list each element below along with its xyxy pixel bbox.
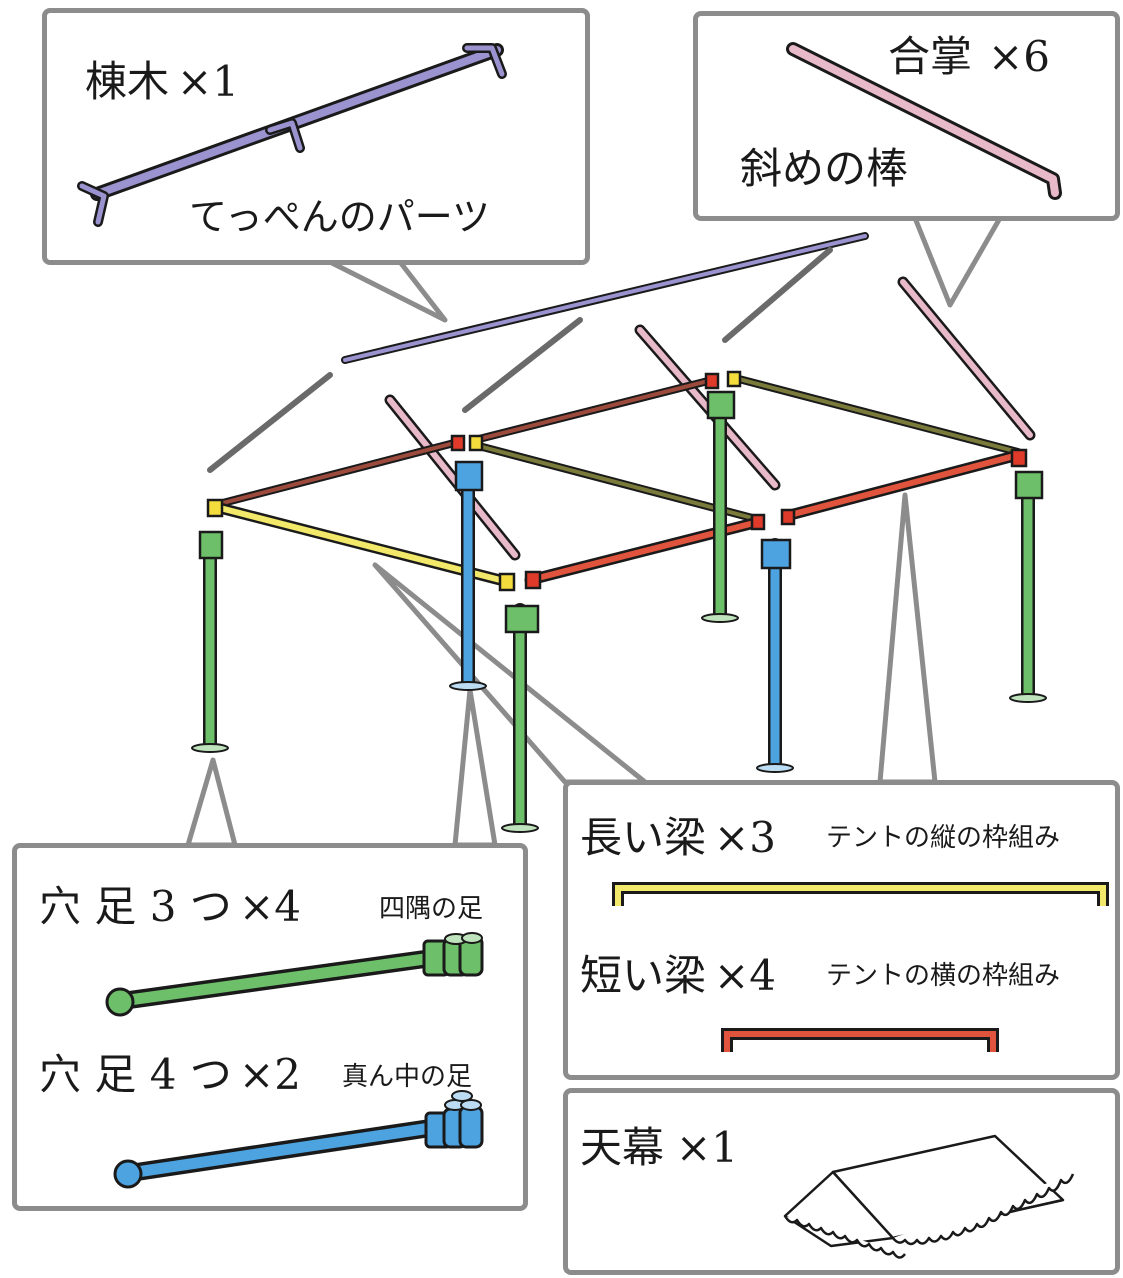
callout-ridge: 棟木 ×1 てっぺんのパーツ [42, 8, 590, 265]
canopy-part-icon [783, 1134, 1075, 1259]
long-beam-part-icon [612, 882, 1109, 906]
leg4-name: 穴 足 4 つ [39, 1050, 232, 1099]
callout-rafter: 合掌 ×6 斜めの棒 [693, 11, 1120, 221]
ridge-name: 棟木 [85, 57, 170, 106]
rafter-part-icon [786, 42, 1062, 200]
pointer-leg-corner [185, 757, 238, 848]
assembled-frame [191, 232, 1047, 833]
short-beam-part-icon [721, 1028, 999, 1052]
callout-beams: 長い梁 ×3 テントの縦の枠組み 短い梁 ×4 テントの横の枠組み [563, 780, 1120, 1080]
pointer-leg-mid [452, 687, 498, 848]
leg3-name: 穴 足 3 つ [39, 882, 232, 931]
short-beam-count: ×4 [714, 951, 776, 1000]
leg4-count: ×2 [239, 1050, 301, 1099]
canopy-name: 天幕 [580, 1123, 665, 1172]
leg3-note: 四隅の足 [379, 894, 484, 924]
callout-canopy: 天幕 ×1 [563, 1088, 1120, 1275]
leg3-count: ×4 [239, 882, 301, 931]
ridge-note: てっぺんのパーツ [189, 195, 490, 239]
rafter-name: 合掌 [888, 32, 973, 81]
rafter-note: 斜めの棒 [740, 144, 909, 193]
long-beam-name: 長い梁 [580, 813, 707, 862]
pointer-rafter [912, 215, 1003, 308]
short-beam-note: テントの横の枠組み [826, 961, 1061, 991]
pointer-ridge [327, 259, 448, 323]
rafter-count: ×6 [988, 32, 1050, 81]
leg4-note: 真ん中の足 [342, 1062, 473, 1092]
pointer-beams [372, 562, 648, 785]
leg3-part-icon [105, 932, 484, 1017]
leg4-part-icon [113, 1090, 484, 1189]
leg-parts-icons [105, 932, 484, 1189]
short-beam-name: 短い梁 [580, 951, 707, 1000]
pointer-beams-2 [877, 492, 938, 785]
ridge-part-icon [77, 43, 507, 227]
callout-legs: 穴 足 3 つ ×4 四隅の足 穴 足 4 つ ×2 真ん中の足 [12, 843, 528, 1211]
beam-parts-icons [612, 882, 1109, 1052]
long-beam-note: テントの縦の枠組み [826, 823, 1061, 853]
canopy-count: ×1 [676, 1123, 738, 1172]
ridge-count: ×1 [177, 57, 239, 106]
long-beam-count: ×3 [714, 813, 776, 862]
